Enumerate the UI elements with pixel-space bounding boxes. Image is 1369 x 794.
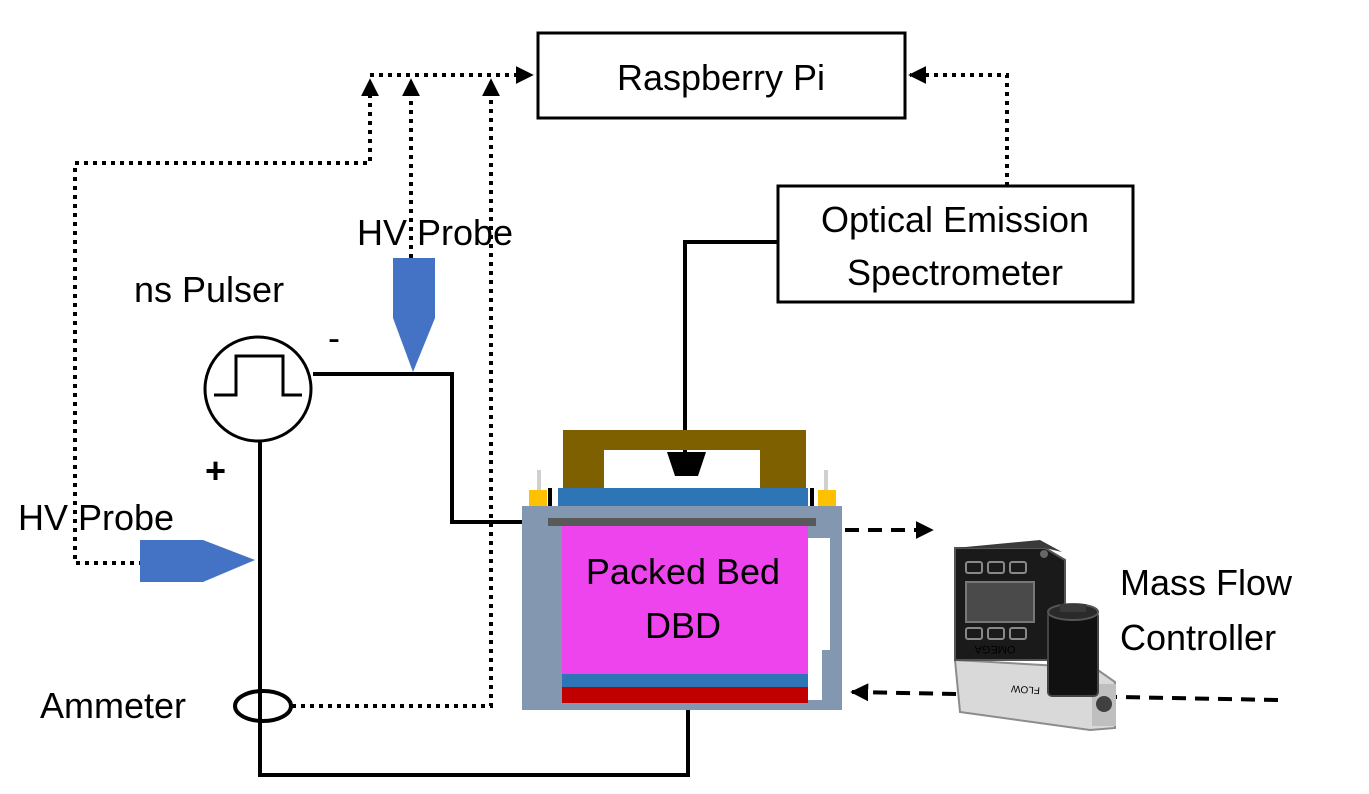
- mfc-valve: [1047, 611, 1099, 697]
- bottom-dielectric: [562, 674, 808, 687]
- mfc-brand-label: OMEGA: [974, 643, 1016, 655]
- reactor-lid: [563, 430, 806, 490]
- terminal-post-right: [824, 470, 828, 492]
- signal-oes: [908, 66, 1009, 186]
- packed-bed: [562, 526, 808, 674]
- wire-optical-fiber: [683, 240, 778, 452]
- hv-probe-icon: [393, 258, 435, 372]
- signal-lines: [73, 66, 1009, 708]
- mfc-screen: [965, 581, 1035, 623]
- oes-label-line1: Optical Emission: [821, 199, 1089, 240]
- ns-pulser-label: ns Pulser: [134, 269, 284, 310]
- hv-probe-left-label: HV Probe: [18, 497, 174, 538]
- mfc-label-line2: Controller: [1120, 617, 1276, 658]
- oes-box: Optical Emission Spectrometer: [776, 184, 1135, 304]
- hv-electrode: [548, 518, 816, 526]
- mass-flow-controller-icon: FLOW OMEGA: [953, 540, 1116, 732]
- fiber-collimator: [667, 452, 706, 476]
- reactor-label-line2: DBD: [645, 605, 721, 646]
- hv-probe-icon: [140, 540, 255, 582]
- pulser-plus-sign: +: [205, 450, 226, 491]
- raspberry-pi-label: Raspberry Pi: [617, 57, 825, 98]
- raspberry-pi-box: Raspberry Pi: [536, 31, 907, 120]
- reactor-label-line1: Packed Bed: [586, 551, 780, 592]
- pulser-circle: [203, 335, 313, 443]
- gas-channel-lower: [808, 650, 822, 700]
- oes-label-line2: Spectrometer: [847, 252, 1063, 293]
- dbd-reactor: Packed Bed DBD: [522, 430, 842, 710]
- signal-hv-probe-left: [73, 78, 379, 565]
- square-pulse-icon: [214, 354, 302, 397]
- top-dielectric: [558, 488, 808, 506]
- terminal-post-left: [537, 470, 541, 492]
- mfc-label-line1: Mass Flow: [1120, 562, 1293, 603]
- ground-electrode: [562, 687, 808, 703]
- terminal-right: [818, 490, 836, 506]
- signal-ammeter: [292, 78, 500, 708]
- wire-hv-negative: [313, 372, 550, 524]
- wire-ground-return: [258, 440, 690, 777]
- hv-probe-top-label: HV Probe: [357, 212, 513, 253]
- ammeter-label: Ammeter: [40, 685, 186, 726]
- mfc-flow-label: FLOW: [1010, 682, 1040, 695]
- pulser-minus-sign: -: [328, 317, 340, 358]
- terminal-left: [529, 490, 547, 506]
- circuit-wires: [258, 240, 778, 777]
- current-ring-icon: [233, 689, 293, 723]
- gas-channel: [808, 538, 830, 650]
